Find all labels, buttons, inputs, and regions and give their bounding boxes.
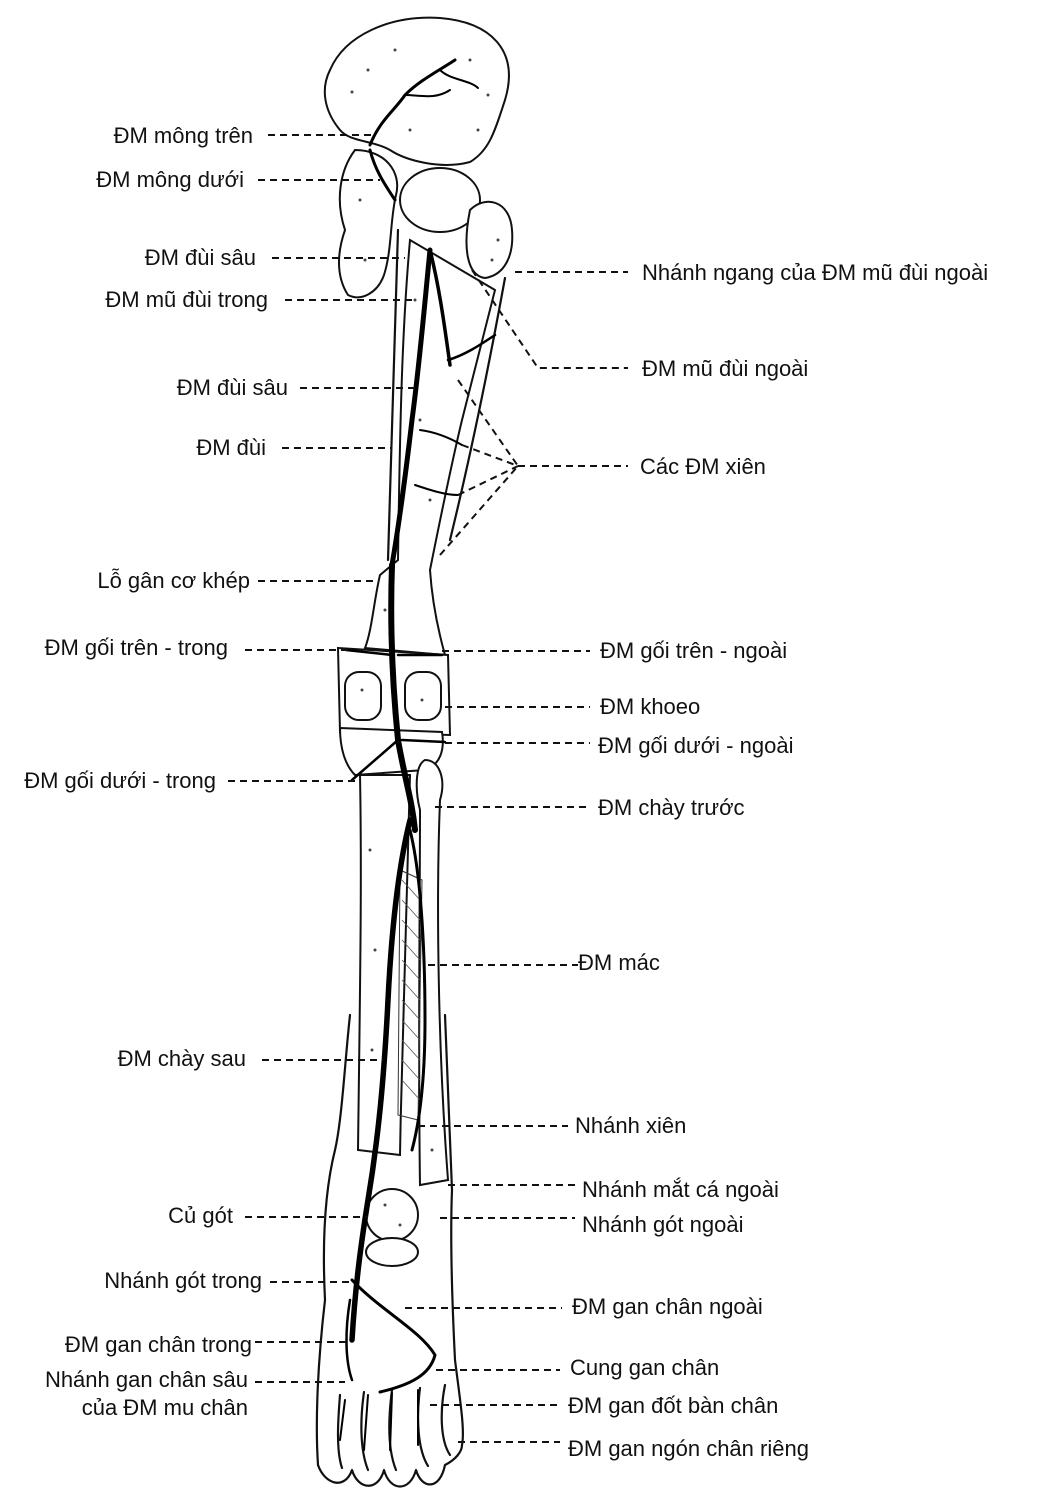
thigh-outline-medial — [388, 230, 398, 560]
label-dm-mu-dui-ngoai: ĐM mũ đùi ngoài — [642, 356, 808, 381]
tibia-bone — [358, 775, 410, 1155]
label-dm-mong-duoi: ĐM mông dưới — [96, 167, 244, 192]
label-dm-gan-chan-ngoai: ĐM gan chân ngoài — [572, 1294, 763, 1319]
digital-arteries — [340, 1390, 418, 1450]
label-dm-chay-sau: ĐM chày sau — [118, 1046, 246, 1071]
label-dm-gan-chan-trong: ĐM gan chân trong — [65, 1332, 252, 1357]
fibula-bone — [417, 760, 448, 1185]
label-lo-gan-co-khep: Lỗ gân cơ khép — [97, 568, 250, 593]
ischium-bone — [339, 150, 397, 297]
label-nhanh-xien: Nhánh xiên — [575, 1113, 686, 1138]
condyle-medial — [345, 672, 381, 720]
label-dm-goi-tren-trong: ĐM gối trên - trong — [45, 635, 228, 660]
label-nhanh-gan-chan-sau: Nhánh gan chân sâu — [45, 1367, 248, 1392]
label-cac-dm-xien: Các ĐM xiên — [640, 454, 766, 479]
label-dm-goi-tren-ngoai: ĐM gối trên - ngoài — [600, 638, 787, 663]
label-dm-mong-tren: ĐM mông trên — [114, 123, 253, 148]
label-dm-dui-sau-lower: ĐM đùi sâu — [177, 375, 288, 400]
label-dm-chay-truoc: ĐM chày trước — [598, 795, 745, 820]
label-dm-gan-ngon-chan-rieng: ĐM gan ngón chân riêng — [568, 1436, 809, 1461]
lateral-plantar-artery — [352, 1280, 435, 1392]
labels-right: Nhánh ngang của ĐM mũ đùi ngoài ĐM mũ đù… — [568, 260, 988, 1461]
limb-drawing — [317, 18, 512, 1487]
label-cua-dm-mu-chan: của ĐM mu chân — [82, 1395, 248, 1420]
label-nhanh-got-trong: Nhánh gót trong — [104, 1268, 262, 1293]
labels-left: ĐM mông trên ĐM mông dưới ĐM đùi sâu ĐM … — [24, 123, 288, 1420]
greater-trochanter — [466, 202, 512, 278]
condyle-lateral — [405, 672, 441, 720]
label-dm-khoeo: ĐM khoeo — [600, 694, 700, 719]
label-cung-gan-chan: Cung gan chân — [570, 1355, 719, 1380]
toe-outlines — [338, 1385, 450, 1470]
label-dm-dui-sau-upper: ĐM đùi sâu — [145, 245, 256, 270]
leg-outline-medial — [317, 1015, 350, 1465]
calcaneal-tuber — [366, 1189, 418, 1241]
label-dm-dui: ĐM đùi — [196, 435, 266, 460]
label-dm-goi-duoi-ngoai: ĐM gối dưới - ngoài — [598, 733, 793, 758]
label-nhanh-ngang: Nhánh ngang của ĐM mũ đùi ngoài — [642, 260, 988, 285]
label-nhanh-mat-ca-ngoai: Nhánh mắt cá ngoài — [582, 1177, 779, 1202]
label-dm-goi-duoi-trong: ĐM gối dưới - trong — [24, 768, 216, 793]
label-dm-mac: ĐM mác — [578, 950, 660, 975]
leg-outline-lateral — [445, 1015, 463, 1445]
label-nhanh-got-ngoai: Nhánh gót ngoài — [582, 1212, 743, 1237]
label-cu-got: Củ gót — [168, 1203, 233, 1228]
label-dm-gan-dot-ban-chan: ĐM gan đốt bàn chân — [568, 1393, 778, 1418]
label-dm-mu-dui-trong: ĐM mũ đùi trong — [105, 287, 268, 312]
talus-bone — [366, 1238, 418, 1266]
